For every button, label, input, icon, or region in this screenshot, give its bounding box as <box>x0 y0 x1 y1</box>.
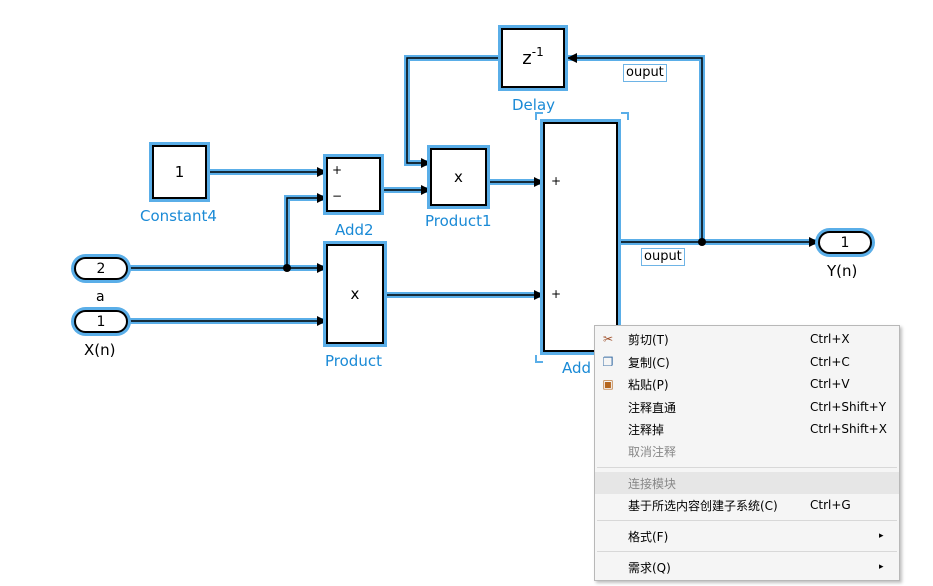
signal-label-output[interactable]: ouput <box>641 248 685 266</box>
wire-feedback-delay <box>567 53 703 242</box>
menu-item-requirements[interactable]: 需求(Q) ▸ <box>595 556 899 578</box>
outport-y[interactable]: 1 <box>818 231 872 254</box>
menu-item-paste-shortcut: Ctrl+V <box>810 377 850 391</box>
menu-item-uncomment-label: 取消注释 <box>628 444 677 459</box>
submenu-arrow-icon: ▸ <box>879 562 884 572</box>
add-label: Add <box>562 359 592 377</box>
wire-delay-product1 <box>406 57 501 168</box>
constant4-label: Constant4 <box>140 207 217 225</box>
submenu-arrow-icon: ▸ <box>879 531 884 541</box>
menu-item-copy-shortcut: Ctrl+C <box>810 355 850 369</box>
outport-y-number: 1 <box>840 234 850 251</box>
menu-item-connect-blocks-label: 连接模块 <box>628 476 677 491</box>
context-menu: ✂ 剪切(T) Ctrl+X ❐ 复制(C) Ctrl+C ▣ 粘贴(P) Ct… <box>594 325 900 581</box>
menu-item-create-subsystem-shortcut: Ctrl+G <box>810 498 851 512</box>
menu-item-format-label: 格式(F) <box>628 529 669 544</box>
add2-block[interactable] <box>326 157 381 212</box>
menu-separator <box>597 551 897 552</box>
menu-item-paste[interactable]: ▣ 粘贴(P) Ctrl+V <box>595 373 899 395</box>
menu-item-uncomment[interactable]: 取消注释 <box>595 440 899 462</box>
add-plus-sign-1: + <box>551 174 562 188</box>
menu-item-comment-through-shortcut: Ctrl+Shift+Y <box>810 400 887 414</box>
inport-a-label: a <box>96 289 105 305</box>
menu-separator <box>597 520 897 521</box>
inport-x[interactable]: 1 <box>74 310 128 333</box>
add2-minus-sign: − <box>332 189 343 203</box>
add-plus-sign-2: + <box>551 287 562 301</box>
menu-item-create-subsystem-label: 基于所选内容创建子系统(C) <box>628 498 778 513</box>
branch-point <box>698 238 706 246</box>
product1-block[interactable]: x <box>430 148 487 206</box>
menu-separator <box>597 467 897 468</box>
add2-label: Add2 <box>335 221 374 239</box>
menu-item-comment-out-shortcut: Ctrl+Shift+X <box>810 422 887 436</box>
signal-label-feedback[interactable]: ouput <box>623 64 667 82</box>
outport-y-label: Y(n) <box>827 262 858 280</box>
product1-symbol: x <box>454 168 463 186</box>
menu-item-comment-out[interactable]: 注释掉 Ctrl+Shift+X <box>595 418 899 440</box>
copy-icon: ❐ <box>602 355 614 369</box>
inport-x-label: X(n) <box>84 341 116 359</box>
menu-item-copy[interactable]: ❐ 复制(C) Ctrl+C <box>595 351 899 373</box>
menu-item-format[interactable]: 格式(F) ▸ <box>595 525 899 547</box>
menu-item-copy-label: 复制(C) <box>628 355 670 370</box>
paste-icon: ▣ <box>602 377 614 391</box>
add-block[interactable] <box>543 122 618 352</box>
inport-a[interactable]: 2 <box>74 257 128 280</box>
branch-point <box>283 264 291 272</box>
menu-item-paste-label: 粘贴(P) <box>628 377 669 392</box>
menu-item-comment-through-label: 注释直通 <box>628 400 677 415</box>
delay-exponent: -1 <box>531 45 544 59</box>
constant4-block[interactable]: 1 <box>152 145 207 199</box>
product-label: Product <box>325 352 382 370</box>
menu-item-connect-blocks[interactable]: 连接模块 <box>595 472 899 494</box>
delay-label: Delay <box>512 96 556 114</box>
cut-icon: ✂ <box>602 332 614 346</box>
menu-item-cut[interactable]: ✂ 剪切(T) Ctrl+X <box>595 328 899 350</box>
constant4-value: 1 <box>174 163 185 181</box>
delay-symbol: z <box>522 47 532 69</box>
product-block[interactable]: x <box>326 244 384 344</box>
menu-item-create-subsystem[interactable]: 基于所选内容创建子系统(C) Ctrl+G <box>595 494 899 516</box>
add2-plus-sign: + <box>332 163 343 177</box>
menu-item-comment-through[interactable]: 注释直通 Ctrl+Shift+Y <box>595 396 899 418</box>
wire-a-add2 <box>286 193 327 268</box>
menu-item-cut-shortcut: Ctrl+X <box>810 332 850 346</box>
menu-item-requirements-label: 需求(Q) <box>628 560 671 575</box>
inport-x-number: 1 <box>96 313 106 330</box>
product-symbol: x <box>350 285 360 303</box>
inport-a-number: 2 <box>96 260 106 277</box>
product1-label: Product1 <box>425 212 492 230</box>
delay-block[interactable]: z-1 <box>501 28 565 88</box>
menu-item-comment-out-label: 注释掉 <box>628 422 665 437</box>
menu-item-cut-label: 剪切(T) <box>628 332 669 347</box>
